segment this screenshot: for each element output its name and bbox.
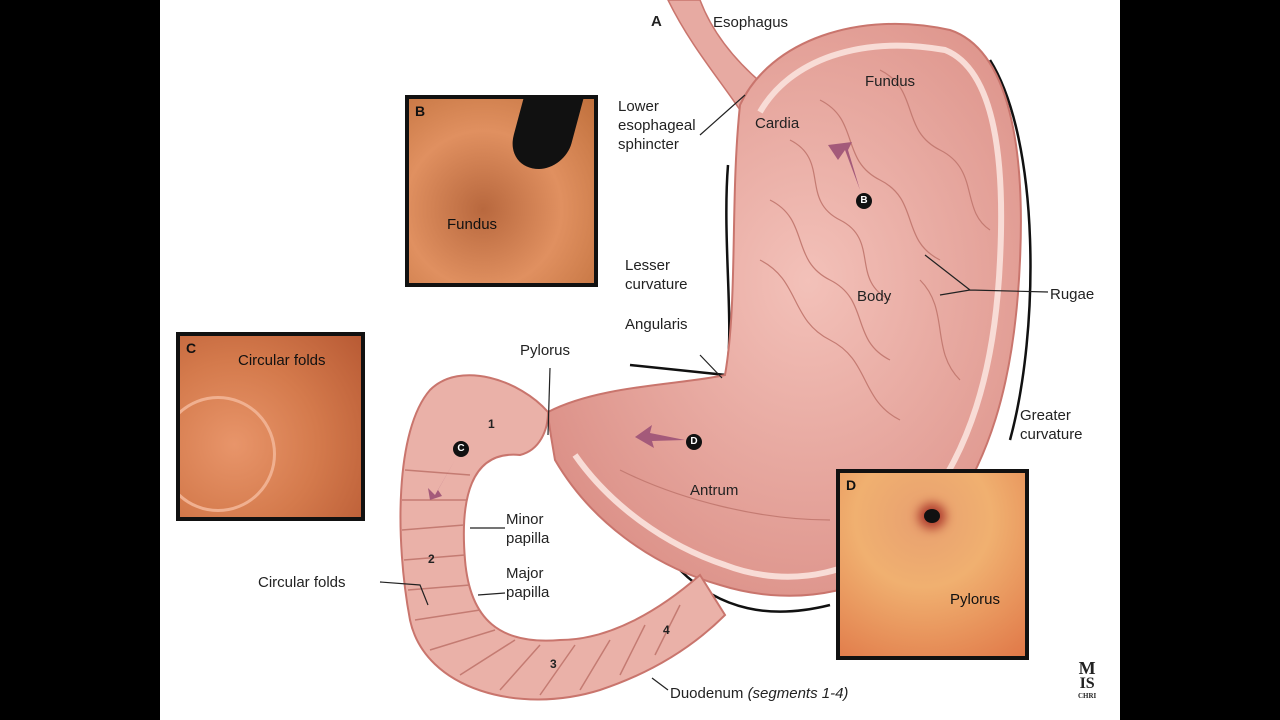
segment-3: 3 bbox=[550, 657, 557, 671]
label-les: Lower esophageal sphincter bbox=[618, 97, 696, 154]
label-minor-papilla: Minor papilla bbox=[506, 510, 549, 548]
stomach-wall bbox=[572, 42, 1005, 580]
publisher-logo: M IS CHRI bbox=[1078, 658, 1097, 700]
pylorus-opening bbox=[924, 509, 940, 523]
label-body: Body bbox=[857, 288, 892, 305]
greater-curvature-line-2: curvature bbox=[1020, 426, 1083, 443]
label-major-papilla: Major papilla bbox=[506, 564, 549, 602]
les-line-2: esophageal bbox=[618, 117, 696, 134]
marker-d: D bbox=[686, 434, 702, 450]
major-papilla-line-1: Major bbox=[506, 565, 544, 582]
direction-arrows bbox=[428, 142, 860, 500]
segment-1: 1 bbox=[488, 417, 495, 431]
minor-papilla-line-1: Minor bbox=[506, 511, 544, 528]
label-antrum: Antrum bbox=[690, 482, 739, 499]
inset-c-endoscopy: C Circular folds bbox=[176, 332, 365, 521]
label-cardia: Cardia bbox=[755, 115, 800, 132]
inset-d-label: Pylorus bbox=[950, 591, 1001, 608]
label-duodenum: Duodenum (segments 1-4) bbox=[670, 684, 848, 703]
label-greater-curvature: Greater curvature bbox=[1020, 406, 1083, 444]
greater-curvature-line bbox=[988, 59, 1032, 441]
stomach bbox=[546, 22, 1022, 597]
major-papilla-line-2: papilla bbox=[506, 584, 550, 601]
esophageal-opening bbox=[504, 99, 584, 169]
lesser-curvature-line-1: Lesser bbox=[625, 257, 671, 274]
marker-b: B bbox=[856, 193, 872, 209]
logo-top: M bbox=[1078, 658, 1096, 678]
segment-4: 4 bbox=[663, 623, 670, 637]
inset-b-endoscopy: B Fundus bbox=[405, 95, 598, 287]
label-rugae: Rugae bbox=[1050, 286, 1095, 303]
inset-d-letter: D bbox=[846, 477, 857, 493]
duodenum-note: (segments 1-4) bbox=[747, 685, 849, 702]
duodenal-folds bbox=[401, 469, 681, 696]
leader-lines bbox=[379, 94, 1049, 691]
label-angularis: Angularis bbox=[625, 316, 688, 333]
label-fundus: Fundus bbox=[865, 73, 916, 90]
inset-b-label: Fundus bbox=[447, 216, 498, 233]
label-esophagus: Esophagus bbox=[713, 14, 789, 31]
rugae-folds bbox=[619, 69, 991, 521]
inset-d-endoscopy: D Pylorus bbox=[836, 469, 1029, 660]
inset-c-letter: C bbox=[186, 340, 197, 356]
lesser-curvature-line-2: curvature bbox=[625, 276, 688, 293]
marker-c: C bbox=[453, 441, 469, 457]
label-lesser-curvature: Lesser curvature bbox=[625, 256, 688, 294]
circular-fold-ring bbox=[180, 396, 276, 512]
figure-letter: A bbox=[651, 13, 662, 30]
greater-curvature-line-1: Greater bbox=[1020, 407, 1071, 424]
inset-b-letter: B bbox=[415, 103, 426, 119]
diagram-canvas: A Esophagus Fundus Cardia Lower esophage… bbox=[160, 0, 1120, 720]
label-pylorus: Pylorus bbox=[520, 342, 571, 359]
duodenum-text: Duodenum bbox=[670, 685, 744, 702]
segment-2: 2 bbox=[428, 552, 435, 566]
les-line-1: Lower bbox=[618, 98, 659, 115]
duodenum bbox=[399, 374, 727, 701]
logo-mid: IS bbox=[1079, 675, 1095, 692]
inset-c-label: Circular folds bbox=[238, 352, 326, 369]
les-line-3: sphincter bbox=[618, 136, 679, 153]
label-circular-folds: Circular folds bbox=[258, 574, 346, 591]
stomach-illustration bbox=[379, 0, 1049, 701]
logo-bottom: CHRI bbox=[1078, 692, 1097, 700]
minor-papilla-line-2: papilla bbox=[506, 530, 550, 547]
